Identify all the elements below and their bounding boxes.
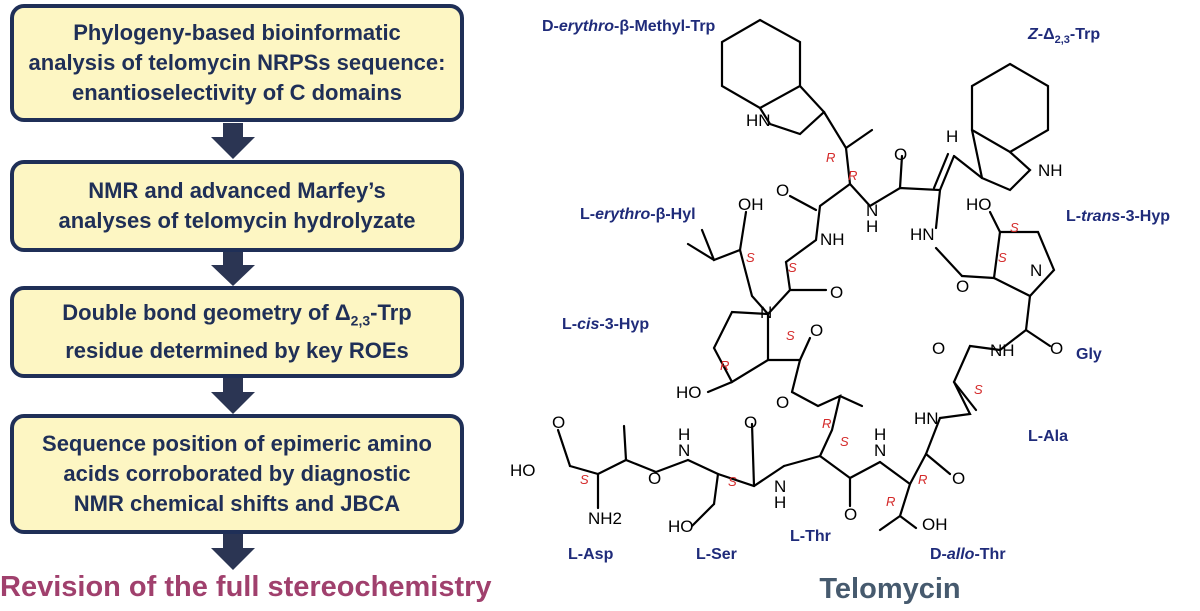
atom-n-4: N (678, 441, 690, 460)
residue-label-trans-hyp: L-trans-3-Hyp (1066, 208, 1171, 225)
down-arrow-icon (211, 252, 255, 286)
step-1-line-3: enantioselectivity of C domains (71, 80, 403, 105)
residue-label-allo-thr: D-allo-Thr (930, 546, 1006, 563)
molecule-title: Telomycin (819, 573, 961, 605)
atom-ho-3: HO (510, 461, 536, 480)
step-2-line-2: analyses of telomycin hydrolyzate (58, 208, 416, 233)
residue-label-asp: L-Asp (568, 546, 614, 563)
atom-h-5: H (774, 493, 786, 512)
atom-o-5: O (1050, 339, 1063, 358)
stereo-r-3: R (720, 358, 729, 373)
atom-nh-2: NH (820, 230, 845, 249)
stereo-r-5: R (918, 472, 927, 487)
atom-ho-4: HO (668, 517, 694, 536)
stereo-s-9: S (580, 472, 589, 487)
atom-o-4: O (830, 283, 843, 302)
atom-o-13: O (844, 505, 857, 524)
residue-label-cis-hyp: L-cis-3-Hyp (562, 316, 650, 333)
atom-o-9: O (552, 413, 565, 432)
atom-o-12: O (648, 469, 661, 488)
step-4-line-3: NMR chemical shifts and JBCA (73, 491, 401, 516)
workflow-step-3: Double bond geometry of Δ2,3-Trp residue… (10, 286, 464, 378)
step-2-line-1: NMR and advanced Marfey’s (88, 178, 386, 203)
residue-label-ser: L-Ser (696, 546, 737, 563)
atom-n-2: N (1030, 261, 1042, 280)
stereo-s-4: S (998, 250, 1007, 265)
residue-label-methyl-trp: D-erythro-β-Methyl-Trp (542, 18, 716, 35)
step-3-line-2: residue determined by key ROEs (65, 337, 409, 363)
atom-nh-3: NH (990, 341, 1015, 360)
conclusion-text: Revision of the full stereochemistry (0, 571, 492, 603)
atom-nh2: NH2 (588, 509, 622, 528)
atom-hn-2: HN (910, 225, 935, 244)
atom-hn-3: HN (914, 409, 939, 428)
atom-o-10: O (744, 413, 757, 432)
atom-ho-2: HO (676, 383, 702, 402)
stereo-s-1: S (746, 250, 755, 265)
atom-h-2: H (866, 217, 878, 236)
atom-o-11: O (952, 469, 965, 488)
atom-n-5: N (874, 441, 886, 460)
down-arrow-icon (211, 123, 255, 159)
residue-label-hyl: L-erythro-β-Hyl (580, 206, 696, 223)
step-4-line-1: Sequence position of epimeric amino (42, 431, 432, 456)
stereo-s-2: S (788, 260, 797, 275)
atom-o-6: O (810, 321, 823, 340)
step-4-line-2: acids corroborated by diagnostic (63, 461, 411, 486)
workflow-step-1: Phylogeny-based bioinformatic analysis o… (10, 4, 464, 122)
atom-oh-1: OH (738, 195, 764, 214)
atom-hn-1: HN (746, 111, 771, 130)
stereo-s-5: S (786, 328, 795, 343)
step-1-line-1: Phylogeny-based bioinformatic (73, 20, 401, 45)
atom-nh-1: NH (1038, 161, 1063, 180)
stereo-s-8: S (728, 474, 737, 489)
atom-o-7: O (932, 339, 945, 358)
workflow-step-4: Sequence position of epimeric amino acid… (10, 414, 464, 534)
telomycin-structure: HN NH H O O N H OH NH HN HO N O O N O NH… (510, 18, 1063, 536)
stereo-r-4: R (822, 416, 831, 431)
atom-h-1: H (946, 127, 958, 146)
atom-oh-2: OH (922, 515, 948, 534)
atom-n-1: N (866, 201, 878, 220)
atom-n-6: N (774, 477, 786, 496)
atom-o-8: O (776, 393, 789, 412)
residue-label-z-trp: Z-Δ2,3-Trp (1028, 26, 1101, 47)
atom-o-2: O (776, 181, 789, 200)
step-1-line-2: analysis of telomycin NRPSs sequence: (28, 50, 446, 75)
stereo-r-1: R (826, 150, 835, 165)
atom-h-4: H (874, 425, 886, 444)
down-arrow-icon (211, 378, 255, 414)
stereo-s-3: S (1010, 220, 1019, 235)
atom-o-3: O (956, 277, 969, 296)
atom-ho-1: HO (966, 195, 992, 214)
step-3-line-1: Double bond geometry of Δ2,3-Trp (62, 300, 412, 329)
residue-label-ala: L-Ala (1028, 428, 1069, 445)
stereo-r-6: R (886, 494, 895, 509)
residue-label-gly: Gly (1076, 346, 1102, 363)
residue-label-thr: L-Thr (790, 528, 831, 545)
atom-n-3: N (760, 303, 772, 322)
down-arrow-icon (211, 534, 255, 570)
stereo-r-2: R (848, 168, 857, 183)
stereo-s-7: S (840, 434, 849, 449)
atom-h-3: H (678, 425, 690, 444)
stereo-s-6: S (974, 382, 983, 397)
workflow-step-2: NMR and advanced Marfey’s analyses of te… (10, 160, 464, 252)
atom-o-1: O (894, 145, 907, 164)
